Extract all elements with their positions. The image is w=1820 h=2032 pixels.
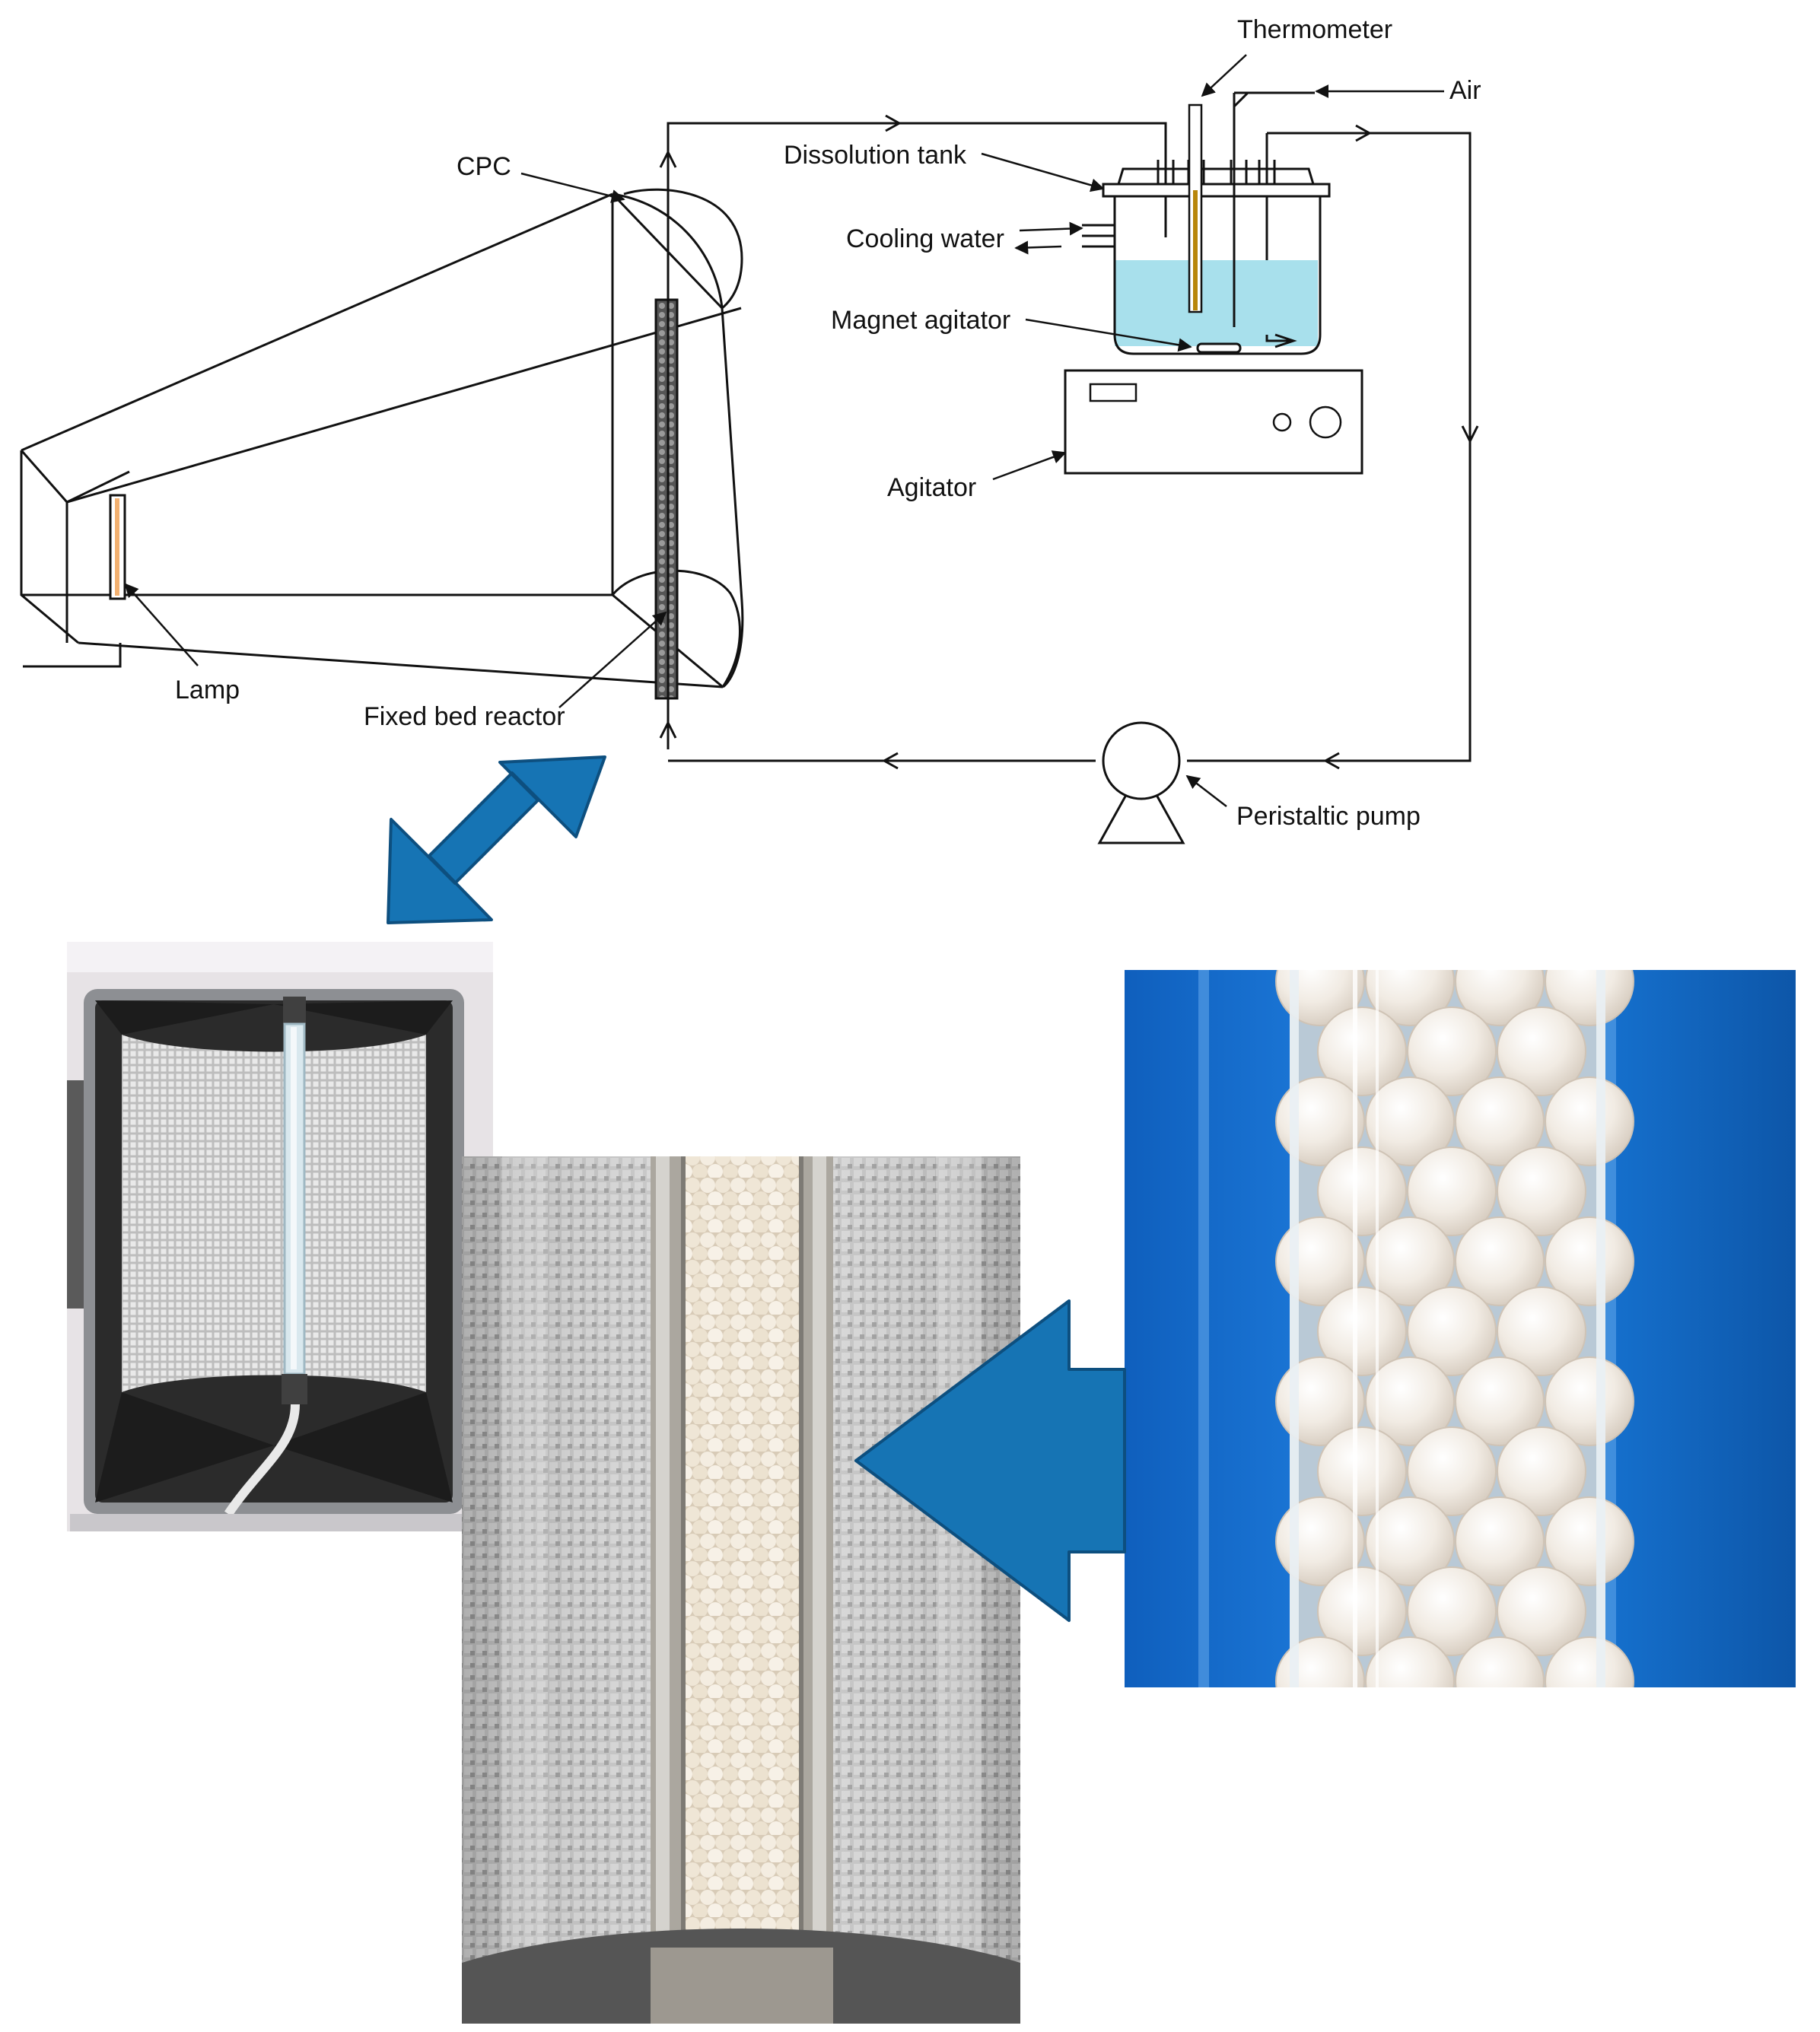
glass-bead	[1455, 1076, 1545, 1166]
air-label: Air	[1449, 76, 1481, 105]
glass-bead	[1407, 1426, 1497, 1516]
schematic: Thermometer Air Dissolution tank CPC Coo…	[20, 15, 1481, 844]
glass-bead	[1317, 1286, 1407, 1376]
fixed-bed-tube-closeup-photo	[462, 1156, 1020, 2024]
glass-bead	[1545, 1216, 1634, 1306]
double-arrow	[387, 755, 606, 924]
fixed-bed-reactor-label: Fixed bed reactor	[364, 702, 565, 731]
glass-bead	[1545, 1076, 1634, 1166]
glass-bead	[1365, 1496, 1455, 1586]
glass-bead	[1545, 970, 1634, 1026]
dissolution-tank-label: Dissolution tank	[784, 141, 967, 170]
peristaltic-pump-label: Peristaltic pump	[1236, 802, 1421, 831]
glass-bead	[1545, 1496, 1634, 1586]
glass-bead	[1365, 1076, 1455, 1166]
agitator-label: Agitator	[887, 473, 976, 502]
lamp-label: Lamp	[175, 676, 240, 704]
glass-bead	[1365, 1356, 1455, 1446]
glass-bead	[1497, 1566, 1586, 1656]
glass-beads-closeup-photo	[1125, 970, 1796, 1687]
glass-bead	[1317, 1006, 1407, 1096]
glass-bead	[1407, 1146, 1497, 1236]
glass-bead	[1497, 1146, 1586, 1236]
flow-loop	[659, 114, 1479, 770]
glass-bead	[1407, 1566, 1497, 1656]
glass-bead	[1365, 1636, 1455, 1687]
glass-bead	[1455, 1356, 1545, 1446]
glass-bead	[1407, 1286, 1497, 1376]
glass-bead	[1455, 1636, 1545, 1687]
glass-bead	[1545, 1636, 1634, 1687]
glass-bead	[1407, 1006, 1497, 1096]
glass-bead	[1317, 1146, 1407, 1236]
peristaltic-pump	[1097, 721, 1185, 844]
lamp-glow	[115, 498, 119, 596]
agitator-base	[1064, 369, 1363, 475]
glass-bead	[1317, 1566, 1407, 1656]
dissolution-tank	[1082, 91, 1331, 355]
fixed-bed-reactor-tube	[654, 298, 679, 700]
cpc-reactor-photo	[67, 942, 493, 1531]
glass-bead	[1455, 1496, 1545, 1586]
glass-bead	[1545, 1356, 1634, 1446]
leader-lines	[124, 54, 1444, 807]
cooling-water-label: Cooling water	[846, 224, 1004, 253]
magnet-agitator-label: Magnet agitator	[831, 306, 1010, 335]
big-left-arrow	[854, 1299, 1126, 1622]
glass-bead	[1317, 1426, 1407, 1516]
glass-bead	[1497, 1006, 1586, 1096]
glass-bead	[1275, 1636, 1365, 1687]
glass-bead	[1365, 1216, 1455, 1306]
glass-bead	[1497, 1286, 1586, 1376]
thermometer-label: Thermometer	[1237, 15, 1392, 44]
cpc-label: CPC	[457, 152, 511, 181]
cpc-housing	[20, 188, 744, 688]
glass-bead	[1497, 1426, 1586, 1516]
glass-bead	[1455, 1216, 1545, 1306]
